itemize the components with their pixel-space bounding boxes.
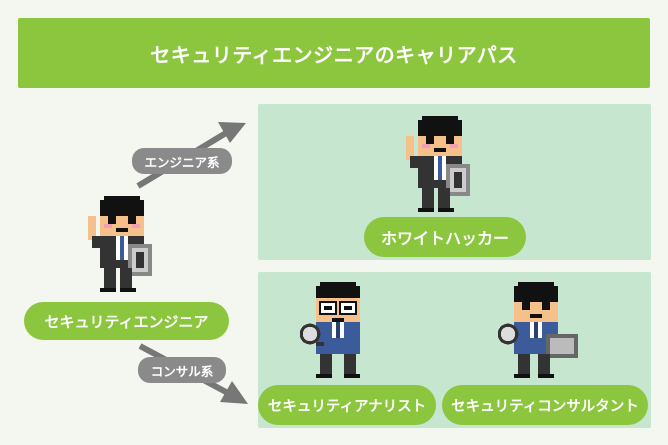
security-engineer-icon bbox=[88, 196, 152, 292]
security-analyst-label: セキュリティアナリスト bbox=[258, 385, 436, 425]
page-title: セキュリティエンジニアのキャリアパス bbox=[18, 18, 650, 88]
security-consultant-label: セキュリティコンサルタント bbox=[442, 385, 648, 425]
security-consultant-icon bbox=[498, 282, 578, 378]
white-hacker-icon bbox=[406, 116, 470, 212]
consultant-track-arrow-head bbox=[220, 381, 248, 404]
security-engineer-label: セキュリティエンジニア bbox=[24, 302, 229, 340]
white-hacker-label: ホワイトハッカー bbox=[364, 217, 526, 257]
engineer-track-arrow-head bbox=[218, 122, 246, 143]
consultant-track-label: コンサル系 bbox=[138, 357, 226, 383]
security-analyst-icon bbox=[300, 282, 360, 378]
engineer-track-label: エンジニア系 bbox=[132, 148, 232, 174]
